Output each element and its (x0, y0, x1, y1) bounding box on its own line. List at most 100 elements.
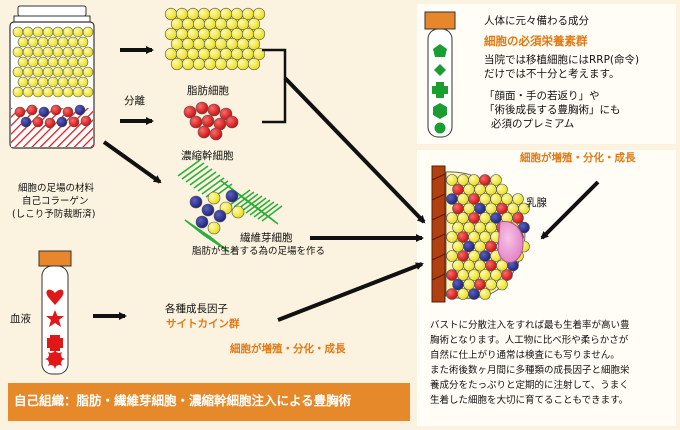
fat-cell (236, 57, 250, 71)
collagen-fiber (189, 168, 213, 186)
fat-cell (67, 56, 79, 68)
scaffold-label-2: 自己コラーゲン (22, 196, 89, 207)
fibroblast-cell (207, 221, 221, 235)
fat-cell (72, 46, 84, 58)
fat-cell (82, 46, 94, 58)
fat-cell (17, 56, 29, 68)
breast-cell (479, 288, 491, 300)
circle-icon (434, 122, 446, 134)
fibroblast-label: 繊維芽細胞 (240, 232, 293, 244)
fat-cell (27, 56, 39, 68)
fat-cell (82, 66, 94, 78)
stem-cell (207, 103, 221, 117)
jar-cell (62, 106, 74, 118)
stem-cell (195, 101, 209, 115)
fat-cell (32, 46, 44, 58)
collagen-fiber (193, 171, 217, 189)
panel-line-2: だけでは不十分と考えます。 (484, 68, 620, 80)
fat-cell (12, 86, 24, 98)
desc-line-6: 生着した細胞を大切に育てることもできます。 (430, 395, 629, 406)
title-banner (8, 383, 410, 421)
breast-cell (446, 231, 458, 243)
nutrient-tube (424, 11, 456, 138)
breast-cell (446, 212, 458, 224)
fat-cells-cluster (164, 7, 266, 71)
banner-title: 自己組織：脂肪・繊維芽細胞・濃縮幹細胞注入による豊胸術 (14, 393, 352, 408)
cytokine-label: サイトカイン群 (166, 318, 240, 330)
desc-line-4: また術後数ヶ月間に多種類の成長因子と細胞栄 (430, 365, 630, 376)
jar-cell (56, 116, 68, 128)
hexagon-icon (433, 103, 447, 119)
fat-cell (82, 86, 94, 98)
fat-cell (72, 86, 84, 98)
fat-cell (62, 46, 74, 58)
arrow-growth-to-breast (277, 262, 424, 322)
fat-cell (12, 66, 24, 78)
fat-cell (22, 26, 34, 38)
fat-cell (27, 36, 39, 48)
separation-label: 分離 (124, 95, 145, 107)
collagen-fiber (208, 235, 230, 253)
jar-cell (44, 117, 56, 129)
fat-cell (52, 46, 64, 58)
blood-tube (38, 250, 72, 375)
fat-cell (57, 76, 69, 88)
fat-cell (47, 56, 59, 68)
scaffold-label-1: 細胞の足場の材料 (18, 183, 95, 194)
fat-cell (37, 36, 49, 48)
panel-line-1: 当院では移植細胞にはRRP(命令) (484, 54, 640, 66)
fat-cell (164, 27, 178, 41)
stem-cell (183, 105, 197, 119)
breast-cell (446, 174, 458, 186)
fibroblast-cell (231, 205, 245, 219)
fat-cell (77, 76, 89, 88)
fat-jar-illustration (9, 5, 95, 149)
panel-line-5: 必須のプレミアム (491, 118, 575, 130)
breast-cell (496, 278, 508, 291)
fat-cell (32, 66, 44, 78)
heart-icon (46, 289, 64, 305)
fibroblast-cell (195, 215, 209, 229)
right-top-panel (417, 4, 676, 144)
stem-cell (189, 115, 203, 129)
breast-cell (518, 202, 530, 215)
fat-cell (32, 86, 44, 98)
fat-cell (62, 66, 74, 78)
fat-cell (27, 76, 39, 88)
desc-line-1: バストに分散注入をすれば最も生着率が高い豊 (430, 320, 630, 331)
desc-line-2: 胸術となります。人工物に比べ形や柔らかさが (430, 335, 629, 346)
panel-line-4: 「術後成長する豊胸術」にも (484, 104, 621, 116)
fibroblast-cell (189, 195, 203, 209)
breast-cell (446, 269, 458, 281)
fat-cell (203, 57, 217, 71)
proliferate-bottom-label: 細胞が増殖・分化・成長 (230, 343, 346, 355)
fat-cell (47, 36, 59, 48)
collagen-fiber (261, 205, 283, 222)
mammary-label: 乳腺 (526, 197, 547, 209)
panel-subtitle: 細胞の必須栄養素群 (484, 34, 588, 48)
arrow-bracket-to-breast (283, 76, 426, 224)
fat-cell (225, 57, 239, 71)
stem-cells-cluster (183, 101, 239, 141)
desc-line-5: 養成分をたっぷりと定期的に注射して、うまく (430, 380, 629, 391)
collagen-fiber (249, 199, 271, 216)
fat-cell (247, 17, 261, 31)
fat-cells-label: 脂肪細胞 (187, 85, 229, 97)
breast-cell (490, 174, 502, 186)
panel-title: 人体に元々備わる成分 (484, 15, 589, 27)
fat-cell (32, 26, 44, 38)
arrow-top-to-breast (540, 180, 600, 240)
fat-cell (214, 57, 228, 71)
fat-cell (12, 26, 24, 38)
breast-cell (501, 269, 513, 281)
jar-cell (20, 116, 32, 128)
fat-cell (47, 76, 59, 88)
breast-cell (512, 212, 524, 224)
breast-cell (468, 288, 480, 300)
fat-cell (42, 46, 54, 58)
fat-cell (42, 86, 54, 98)
fat-cell (17, 76, 29, 88)
collagen-fiber (197, 174, 221, 192)
collagen-fiber (181, 162, 205, 180)
